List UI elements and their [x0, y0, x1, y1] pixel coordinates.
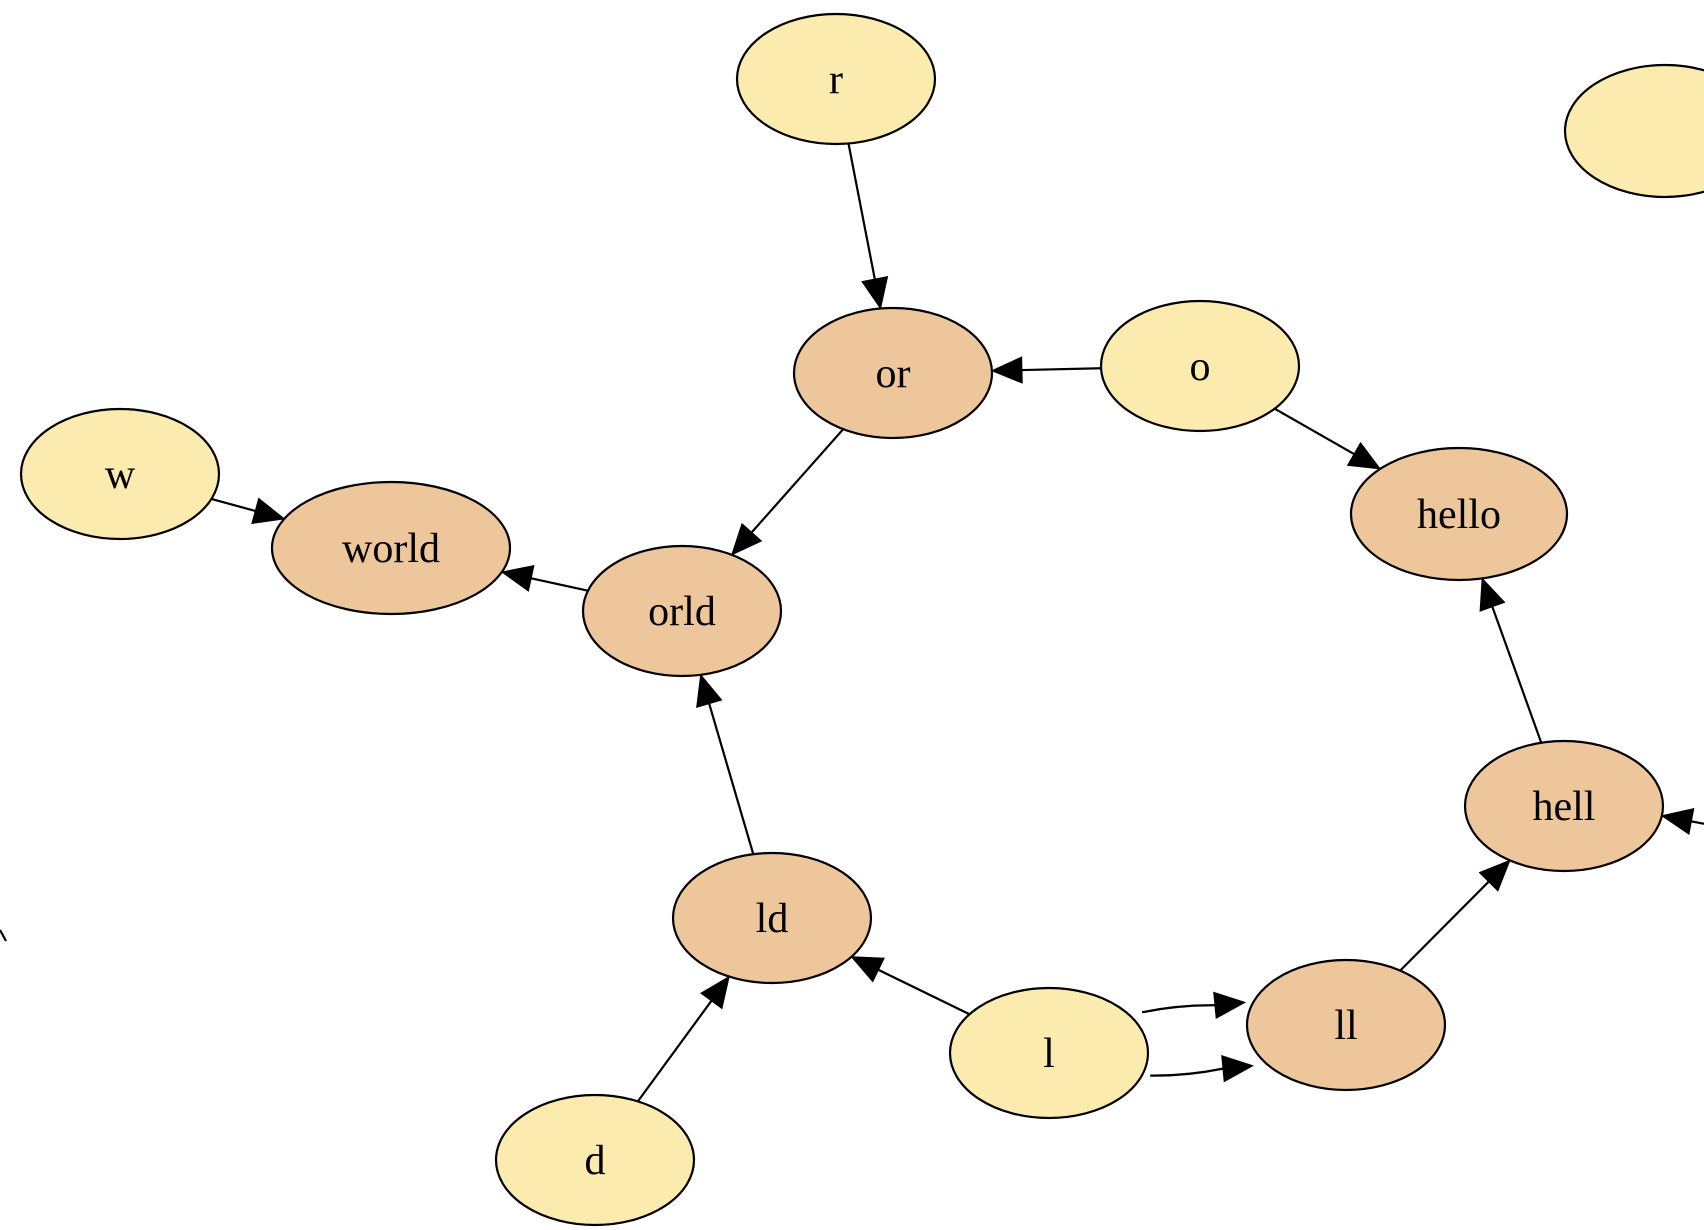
node-label: l	[1043, 1031, 1055, 1077]
node-label: r	[829, 57, 843, 103]
arrowhead	[696, 673, 723, 708]
edge-r-to-or	[847, 143, 889, 310]
node-ellipse	[1099, 299, 1301, 433]
node-label: orld	[648, 589, 716, 635]
arrowhead	[251, 497, 286, 525]
arrowhead	[730, 522, 763, 556]
node-or: or	[792, 306, 994, 440]
node-ellipse	[270, 480, 512, 616]
extras-layer	[0, 929, 7, 942]
node-ellipse	[735, 12, 937, 146]
edge-fragment-left	[0, 929, 7, 942]
node-l: l	[948, 986, 1150, 1120]
arrowhead	[1221, 1054, 1255, 1083]
edge-ll-to-hell	[1399, 859, 1511, 972]
node-hello: hello	[1349, 446, 1569, 582]
node-ellipse	[1463, 739, 1665, 873]
edge-l-to-ll	[1141, 991, 1247, 1020]
node-ellipse	[19, 407, 221, 541]
edge-line	[211, 497, 256, 513]
node-ellipse	[1245, 958, 1447, 1092]
edge-ld-to-orld	[696, 673, 755, 855]
node-o: o	[1099, 299, 1301, 433]
node-ellipse	[581, 544, 783, 678]
edge-line	[877, 968, 970, 1016]
arrowhead	[1660, 807, 1695, 835]
node-offscreen	[1563, 63, 1704, 199]
edge-w-to-world	[211, 497, 286, 525]
node-ellipse	[671, 851, 873, 985]
edge-orld-to-world	[500, 565, 589, 592]
edge-l-to-ll	[1150, 1054, 1255, 1083]
arrowhead	[990, 356, 1023, 384]
edge-l-to-ld	[850, 956, 970, 1016]
arrowhead	[1346, 441, 1382, 470]
edge-line	[750, 428, 845, 534]
node-label: or	[876, 351, 911, 397]
node-hell: hell	[1463, 739, 1665, 873]
node-label: hell	[1533, 784, 1596, 830]
node-label: hello	[1417, 492, 1501, 538]
edge-line	[1141, 1004, 1215, 1014]
node-label: ll	[1334, 1003, 1357, 1049]
arrowhead	[700, 975, 730, 1010]
edge-or-to-orld	[730, 428, 845, 556]
node-ellipse	[1349, 446, 1569, 582]
node-w: w	[19, 407, 221, 541]
edge-o-to-hello	[1274, 407, 1382, 470]
node-ellipse	[1563, 63, 1704, 199]
arrowhead	[1213, 991, 1247, 1020]
node-d: d	[494, 1093, 696, 1227]
edge-offscreen-right-to-hell	[1660, 807, 1704, 835]
node-world: world	[270, 480, 512, 616]
arrowhead	[500, 565, 535, 592]
edge-hell-to-hello	[1479, 577, 1543, 744]
node-label: world	[342, 526, 440, 572]
edge-line	[530, 577, 589, 592]
edge-line	[1691, 820, 1704, 825]
edge-line	[708, 703, 755, 855]
node-label: d	[585, 1138, 606, 1184]
edge-line	[0, 929, 7, 942]
edge-line	[636, 1000, 713, 1103]
node-label: ld	[756, 896, 789, 942]
edges-layer	[211, 143, 1704, 1103]
node-ld: ld	[671, 851, 873, 985]
arrowhead	[861, 275, 889, 310]
edge-line	[1021, 367, 1102, 372]
node-ll: ll	[1245, 958, 1447, 1092]
edge-line	[1150, 1067, 1224, 1077]
edge-d-to-ld	[636, 975, 730, 1103]
node-ellipse	[494, 1093, 696, 1227]
arrowhead	[1479, 577, 1506, 612]
node-orld: orld	[581, 544, 783, 678]
node-ellipse	[792, 306, 994, 440]
edge-line	[1491, 606, 1543, 744]
edge-line	[847, 143, 876, 280]
node-label: o	[1190, 344, 1211, 390]
node-ellipse	[948, 986, 1150, 1120]
edge-line	[1274, 407, 1355, 455]
node-r: r	[735, 12, 937, 146]
edge-line	[1399, 880, 1490, 972]
edge-o-to-or	[990, 356, 1102, 384]
node-label: w	[105, 452, 136, 498]
